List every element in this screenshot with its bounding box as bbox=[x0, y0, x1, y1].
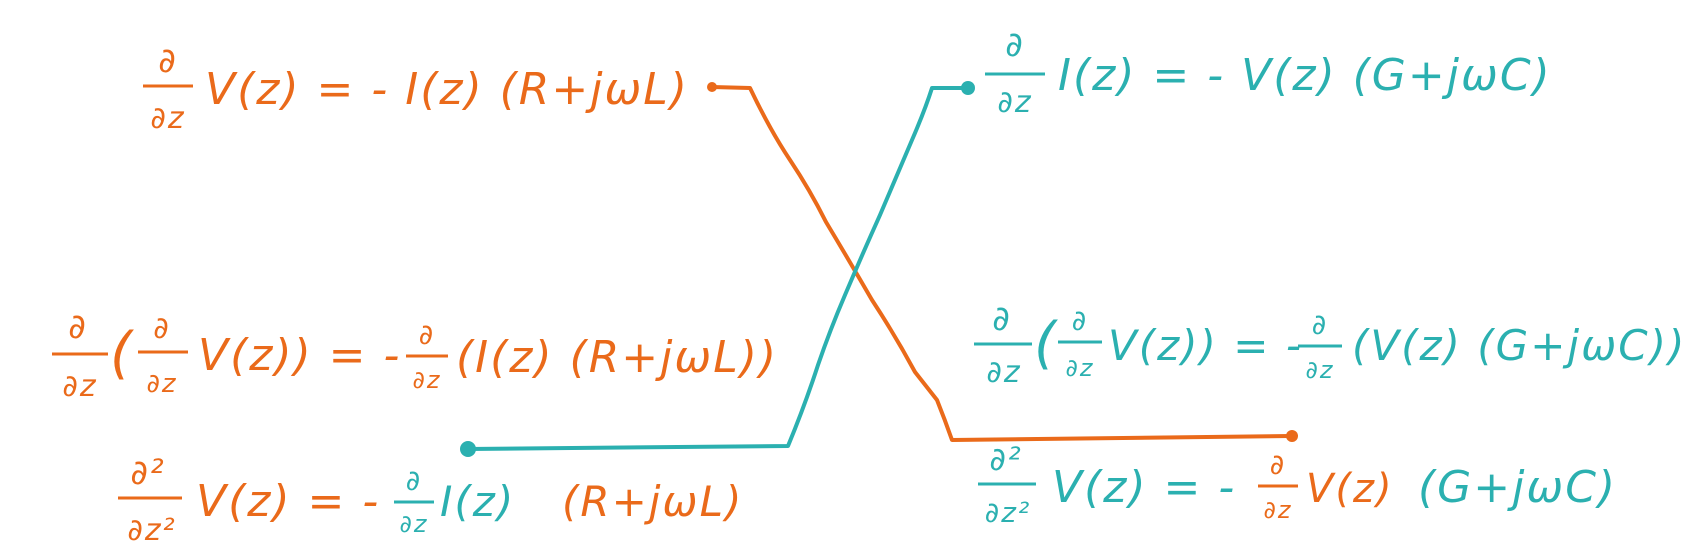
frac-numerator: ∂² bbox=[989, 440, 1022, 478]
frac-denominator: ∂z bbox=[150, 101, 185, 136]
second-frac-denominator: ∂z bbox=[399, 510, 428, 538]
equation-rhs: I(z) = - V(z) (G+jωC) bbox=[1058, 50, 1552, 101]
connector-orange-start-dot bbox=[707, 82, 717, 92]
equation-i-nested: ∂ ∂z ( ∂ ∂z V(z)) = - ∂ ∂z (V(z) (G+jωC)… bbox=[974, 299, 1686, 390]
inner-frac-numerator: ∂ bbox=[1072, 304, 1088, 337]
orange-term: V(z) bbox=[1306, 466, 1394, 512]
open-paren: ( bbox=[110, 321, 134, 386]
connector-teal-line bbox=[466, 86, 970, 451]
outer-frac-denominator: ∂z bbox=[986, 355, 1021, 390]
teal-term: I(z) bbox=[440, 477, 515, 526]
equation-tail: (V(z) (G+jωC)) bbox=[1352, 321, 1686, 370]
second-frac-numerator: ∂ bbox=[419, 318, 435, 351]
inner-rhs: V(z)) = - bbox=[198, 330, 401, 381]
equation-lhs: V(z) = - bbox=[1052, 462, 1236, 513]
equation-rhs: V(z) = - I(z) (R+jωL) bbox=[205, 64, 689, 115]
equation-tail: (R+jωL) bbox=[562, 477, 743, 526]
frac-denominator: ∂z² bbox=[985, 496, 1031, 529]
second-frac-numerator: ∂ bbox=[406, 464, 422, 497]
frac-denominator: ∂z² bbox=[127, 513, 176, 548]
inner-frac-numerator: ∂ bbox=[153, 311, 171, 346]
equation-v-first-order: ∂ ∂z V(z) = - I(z) (R+jωL) bbox=[143, 41, 689, 136]
connector-orange-line bbox=[710, 85, 1292, 442]
connector-teal-end-dot bbox=[460, 441, 476, 457]
open-paren: ( bbox=[1034, 311, 1058, 376]
equation-tail: (I(z) (R+jωL)) bbox=[456, 332, 778, 383]
equation-lhs: V(z) = - bbox=[196, 476, 380, 527]
second-frac-numerator: ∂ bbox=[1270, 448, 1286, 481]
equation-v-second-order: ∂² ∂z² V(z) = - ∂ ∂z I(z) (R+jωL) bbox=[118, 453, 743, 548]
outer-frac-numerator: ∂ bbox=[992, 299, 1012, 339]
frac-numerator: ∂ bbox=[158, 41, 178, 81]
equation-tail: (G+jωC) bbox=[1418, 462, 1617, 513]
equation-v-nested: ∂ ∂z ( ∂ ∂z V(z)) = - ∂ ∂z (I(z) (R+jωL)… bbox=[52, 307, 778, 404]
inner-frac-denominator: ∂z bbox=[146, 369, 177, 399]
inner-frac-denominator: ∂z bbox=[1065, 354, 1094, 382]
second-frac-denominator: ∂z bbox=[412, 366, 441, 394]
second-frac-denominator: ∂z bbox=[1305, 356, 1334, 384]
inner-rhs: V(z)) = - bbox=[1108, 321, 1303, 370]
outer-frac-numerator: ∂ bbox=[68, 307, 88, 347]
frac-numerator: ∂ bbox=[1005, 25, 1025, 65]
frac-denominator: ∂z bbox=[997, 85, 1032, 120]
second-frac-numerator: ∂ bbox=[1312, 308, 1328, 341]
equation-i-first-order: ∂ ∂z I(z) = - V(z) (G+jωC) bbox=[985, 25, 1552, 120]
second-frac-denominator: ∂z bbox=[1263, 496, 1292, 524]
outer-frac-denominator: ∂z bbox=[62, 369, 97, 404]
frac-numerator: ∂² bbox=[130, 453, 165, 493]
connector-teal-start-dot bbox=[961, 81, 975, 95]
equation-i-second-order: ∂² ∂z² V(z) = - ∂ ∂z V(z) (G+jωC) bbox=[978, 440, 1617, 529]
connector-orange-end-dot bbox=[1286, 430, 1298, 442]
